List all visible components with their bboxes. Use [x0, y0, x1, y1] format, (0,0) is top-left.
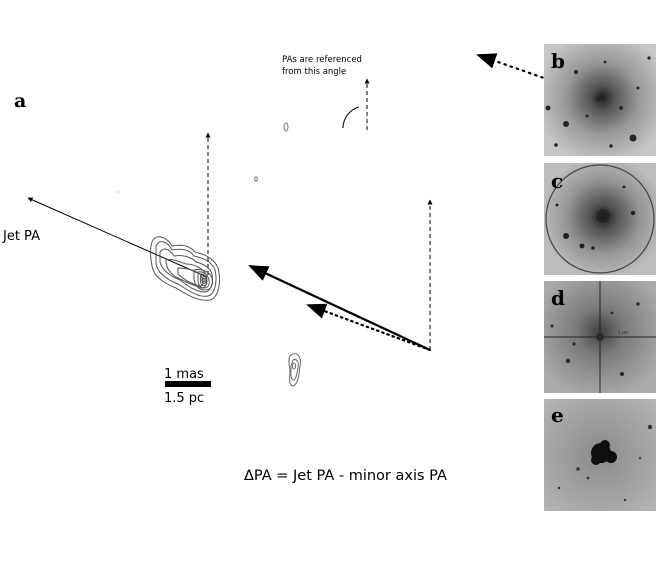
scale-bar-top-label: 1 mas	[164, 367, 204, 382]
panel-c: c	[544, 163, 656, 275]
panel-d-annotation: 1 cm	[618, 330, 628, 335]
jet-pa-thick-arrow	[248, 265, 431, 351]
stray-dot	[117, 191, 119, 193]
panel-d: 1 cm d	[544, 281, 656, 393]
panel-e-label: e	[551, 403, 564, 427]
panel-b: b	[544, 44, 656, 156]
orientation-dotted-arrow	[476, 53, 606, 101]
reference-angle-arc	[342, 106, 360, 129]
stray-contour	[283, 122, 289, 132]
panel-c-label: c	[551, 169, 563, 193]
panel-d-label: d	[551, 286, 565, 310]
scale-bar-bottom-label: 1.5 pc	[164, 391, 204, 406]
stray-contour	[254, 176, 258, 182]
jet-pa-arrow	[27, 197, 208, 278]
panel-e: e	[544, 399, 656, 511]
panel-a-label: a	[14, 90, 26, 112]
reference-note-line1: PAs are referenced	[282, 55, 362, 65]
panel-b-label: b	[551, 49, 565, 73]
reference-note-line2: from this angle	[282, 67, 346, 77]
delta-pa-formula: ΔPA = Jet PA - minor axis PA	[244, 468, 447, 484]
vlbi-contours	[150, 236, 221, 301]
minor-axis-dotted-arrow	[306, 303, 432, 352]
scale-bar	[165, 381, 211, 387]
jet-pa-label: Jet PA	[2, 229, 40, 244]
lower-contour	[288, 353, 301, 387]
